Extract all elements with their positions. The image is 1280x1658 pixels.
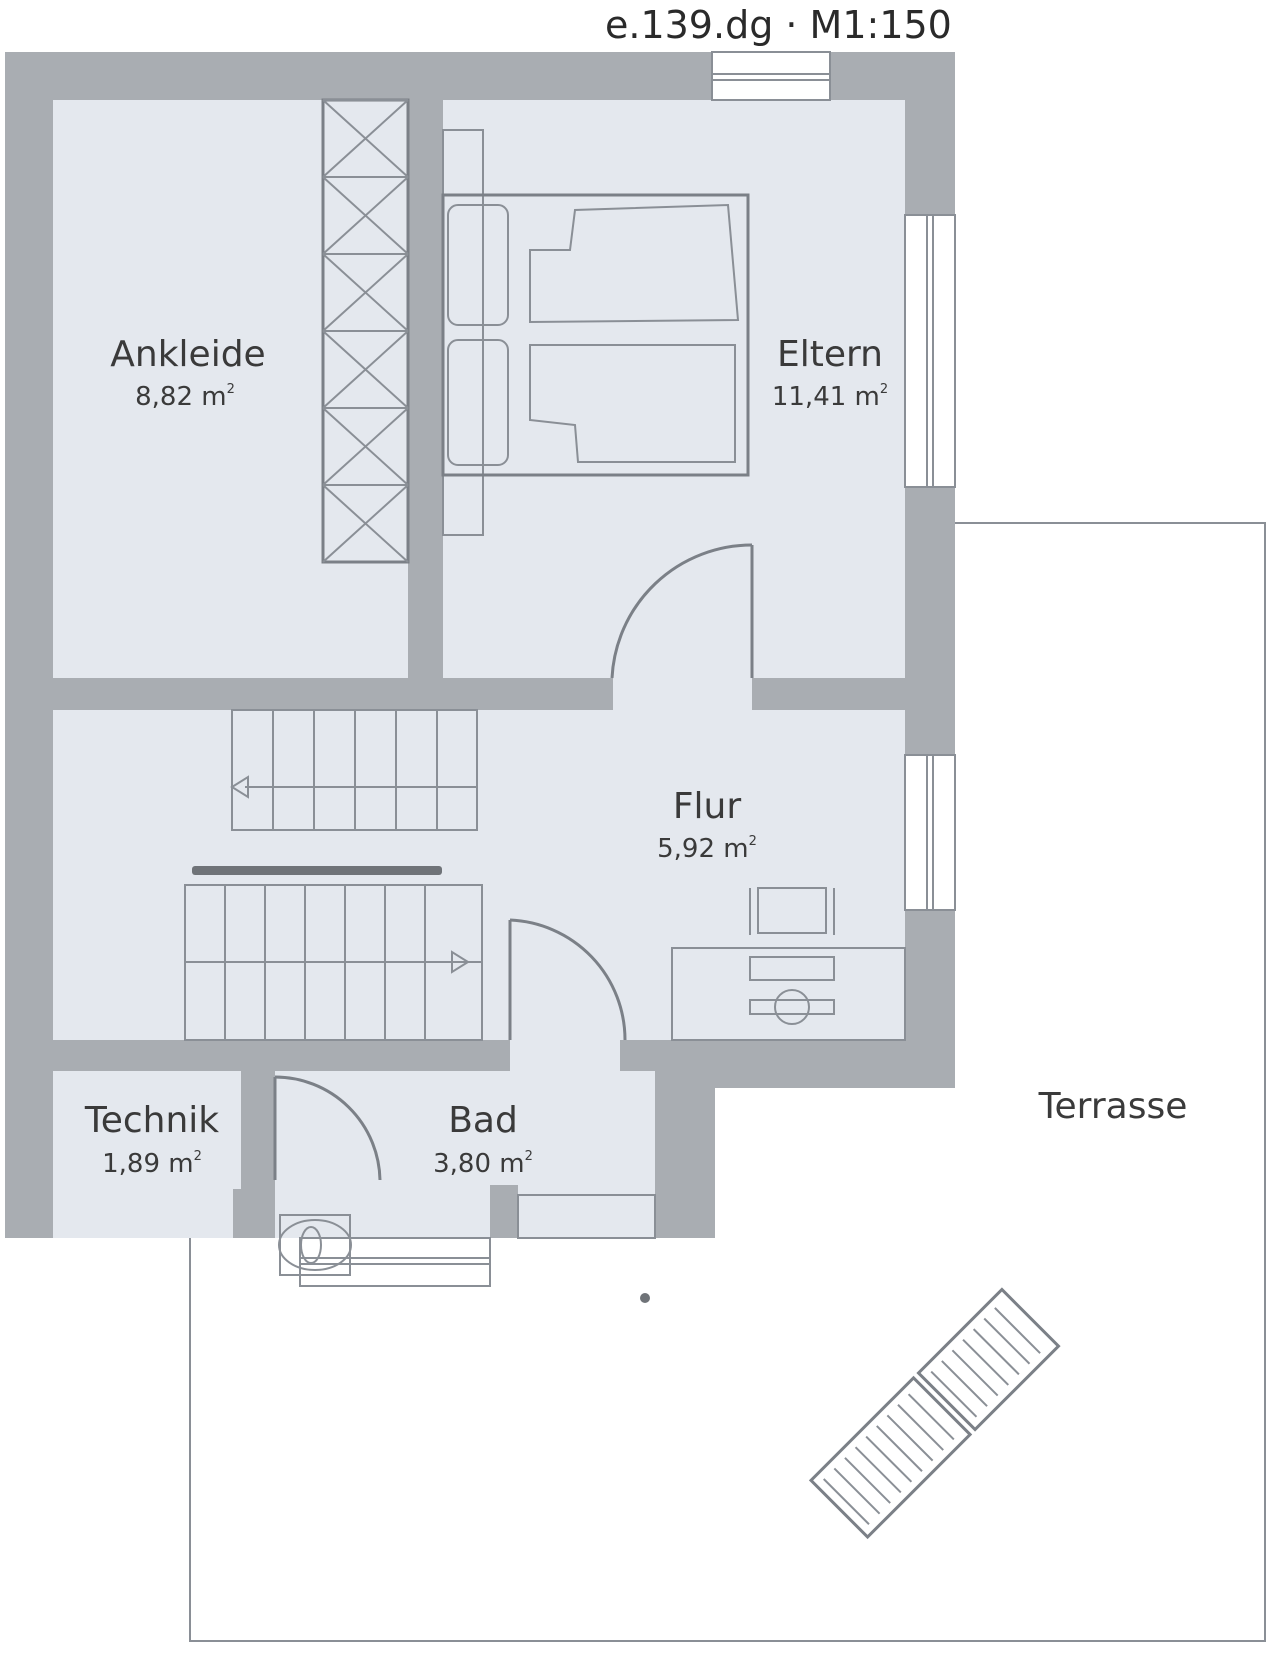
floor-bad-shower xyxy=(518,1185,655,1238)
toilet xyxy=(278,1214,352,1276)
room-area-technik: 1,89 m2 xyxy=(102,1149,202,1179)
room-name-terrasse: Terrasse xyxy=(1038,1086,1188,1127)
wardrobe xyxy=(321,98,410,564)
room-name-flur: Flur xyxy=(673,786,742,827)
staircase xyxy=(184,709,483,1041)
plan-title: e.139.dg · M1:150 xyxy=(605,3,952,47)
room-name-eltern: Eltern xyxy=(777,334,883,375)
sun-lounger xyxy=(808,1287,1061,1540)
floor-bad-low xyxy=(275,1185,490,1238)
room-labels: Ankleide 8,82 m2 Eltern 11,41 m2 Flur 5,… xyxy=(84,334,1188,1179)
terrace-outline xyxy=(189,522,1266,1642)
desk-with-chair xyxy=(671,887,906,1041)
double-bed xyxy=(441,129,750,536)
room-area-flur: 5,92 m2 xyxy=(657,834,757,864)
room-name-technik: Technik xyxy=(84,1100,219,1141)
windows xyxy=(299,51,956,1287)
room-area-bad: 3,80 m2 xyxy=(433,1149,533,1179)
door-opening-bad xyxy=(510,1030,620,1075)
floor-ankleide xyxy=(53,100,408,678)
room-name-ankleide: Ankleide xyxy=(110,334,265,375)
doors xyxy=(273,543,754,1181)
floor-flur-stairs xyxy=(53,710,905,1040)
floor-technik xyxy=(53,1071,241,1189)
floor-bad xyxy=(275,1071,655,1189)
room-name-bad: Bad xyxy=(448,1100,518,1141)
room-area-eltern: 11,41 m2 xyxy=(772,382,888,412)
floor-technik-low xyxy=(53,1185,233,1238)
floor-flur-upper xyxy=(612,580,752,720)
shower xyxy=(517,1194,656,1303)
interior-walls xyxy=(53,100,905,1238)
room-area-ankleide: 8,82 m2 xyxy=(135,382,235,412)
